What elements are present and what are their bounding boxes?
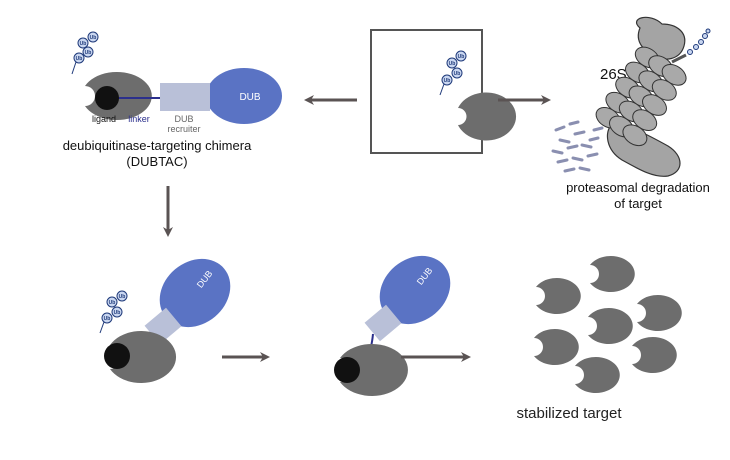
- svg-text:target: target: [29, 92, 55, 103]
- stabilized-target: target: [501, 278, 581, 315]
- svg-text:target: target: [399, 112, 425, 123]
- stage1-ub-chain: [99, 290, 128, 334]
- peptide-fragments: [551, 120, 604, 173]
- proteasome-26s: [595, 16, 711, 177]
- ligand-ball: [95, 86, 119, 110]
- stabilized-target: target: [597, 337, 677, 374]
- stage1-ligand: [104, 343, 130, 369]
- stage2-target-protein: target: [292, 344, 408, 396]
- ligand-label: ligand: [92, 114, 116, 124]
- dubtac-target-protein: target: [29, 72, 152, 120]
- dub-enzyme: [206, 68, 282, 124]
- stage1-target-protein: target: [63, 331, 177, 383]
- degradation-label-2: of target: [614, 196, 662, 211]
- svg-text:target: target: [553, 324, 571, 331]
- dubtac-title-line1: deubiquitinase-targeting chimera: [63, 138, 252, 153]
- svg-text:target: target: [540, 373, 558, 380]
- svg-text:DUB: DUB: [239, 92, 260, 103]
- stabilized-target-cluster: target target target target target targe…: [499, 256, 682, 394]
- degradation-label-1: proteasomal degradation: [566, 180, 710, 195]
- linker-label: linker: [128, 114, 150, 124]
- stage2-ligand: [334, 357, 360, 383]
- svg-text:target: target: [597, 353, 615, 360]
- stabilized-target: target: [553, 308, 633, 344]
- stage2-dub-complex: DUB: [354, 255, 451, 366]
- center-target-protein: target: [399, 92, 517, 141]
- dub-recruiter-label-2: recruiter: [167, 124, 200, 134]
- svg-text:target: target: [63, 353, 89, 364]
- dubtac-title-line2: (DUBTAC): [126, 154, 187, 169]
- center-ub-chain: [439, 50, 467, 96]
- stabilized-target: target: [499, 328, 579, 366]
- dub-recruiter-label-1: DUB: [174, 114, 193, 124]
- stabilized-target-label: stabilized target: [516, 405, 622, 422]
- svg-text:target: target: [555, 272, 573, 279]
- svg-text:target: target: [501, 294, 519, 301]
- center-frame-box: [370, 29, 483, 154]
- svg-text:target: target: [292, 365, 318, 376]
- svg-text:target: target: [499, 345, 517, 352]
- dubtac-ub-chain: [71, 31, 99, 75]
- stabilized-target: target: [540, 357, 620, 394]
- dub-recruiter: [160, 83, 210, 111]
- stabilized-target: target: [555, 256, 635, 293]
